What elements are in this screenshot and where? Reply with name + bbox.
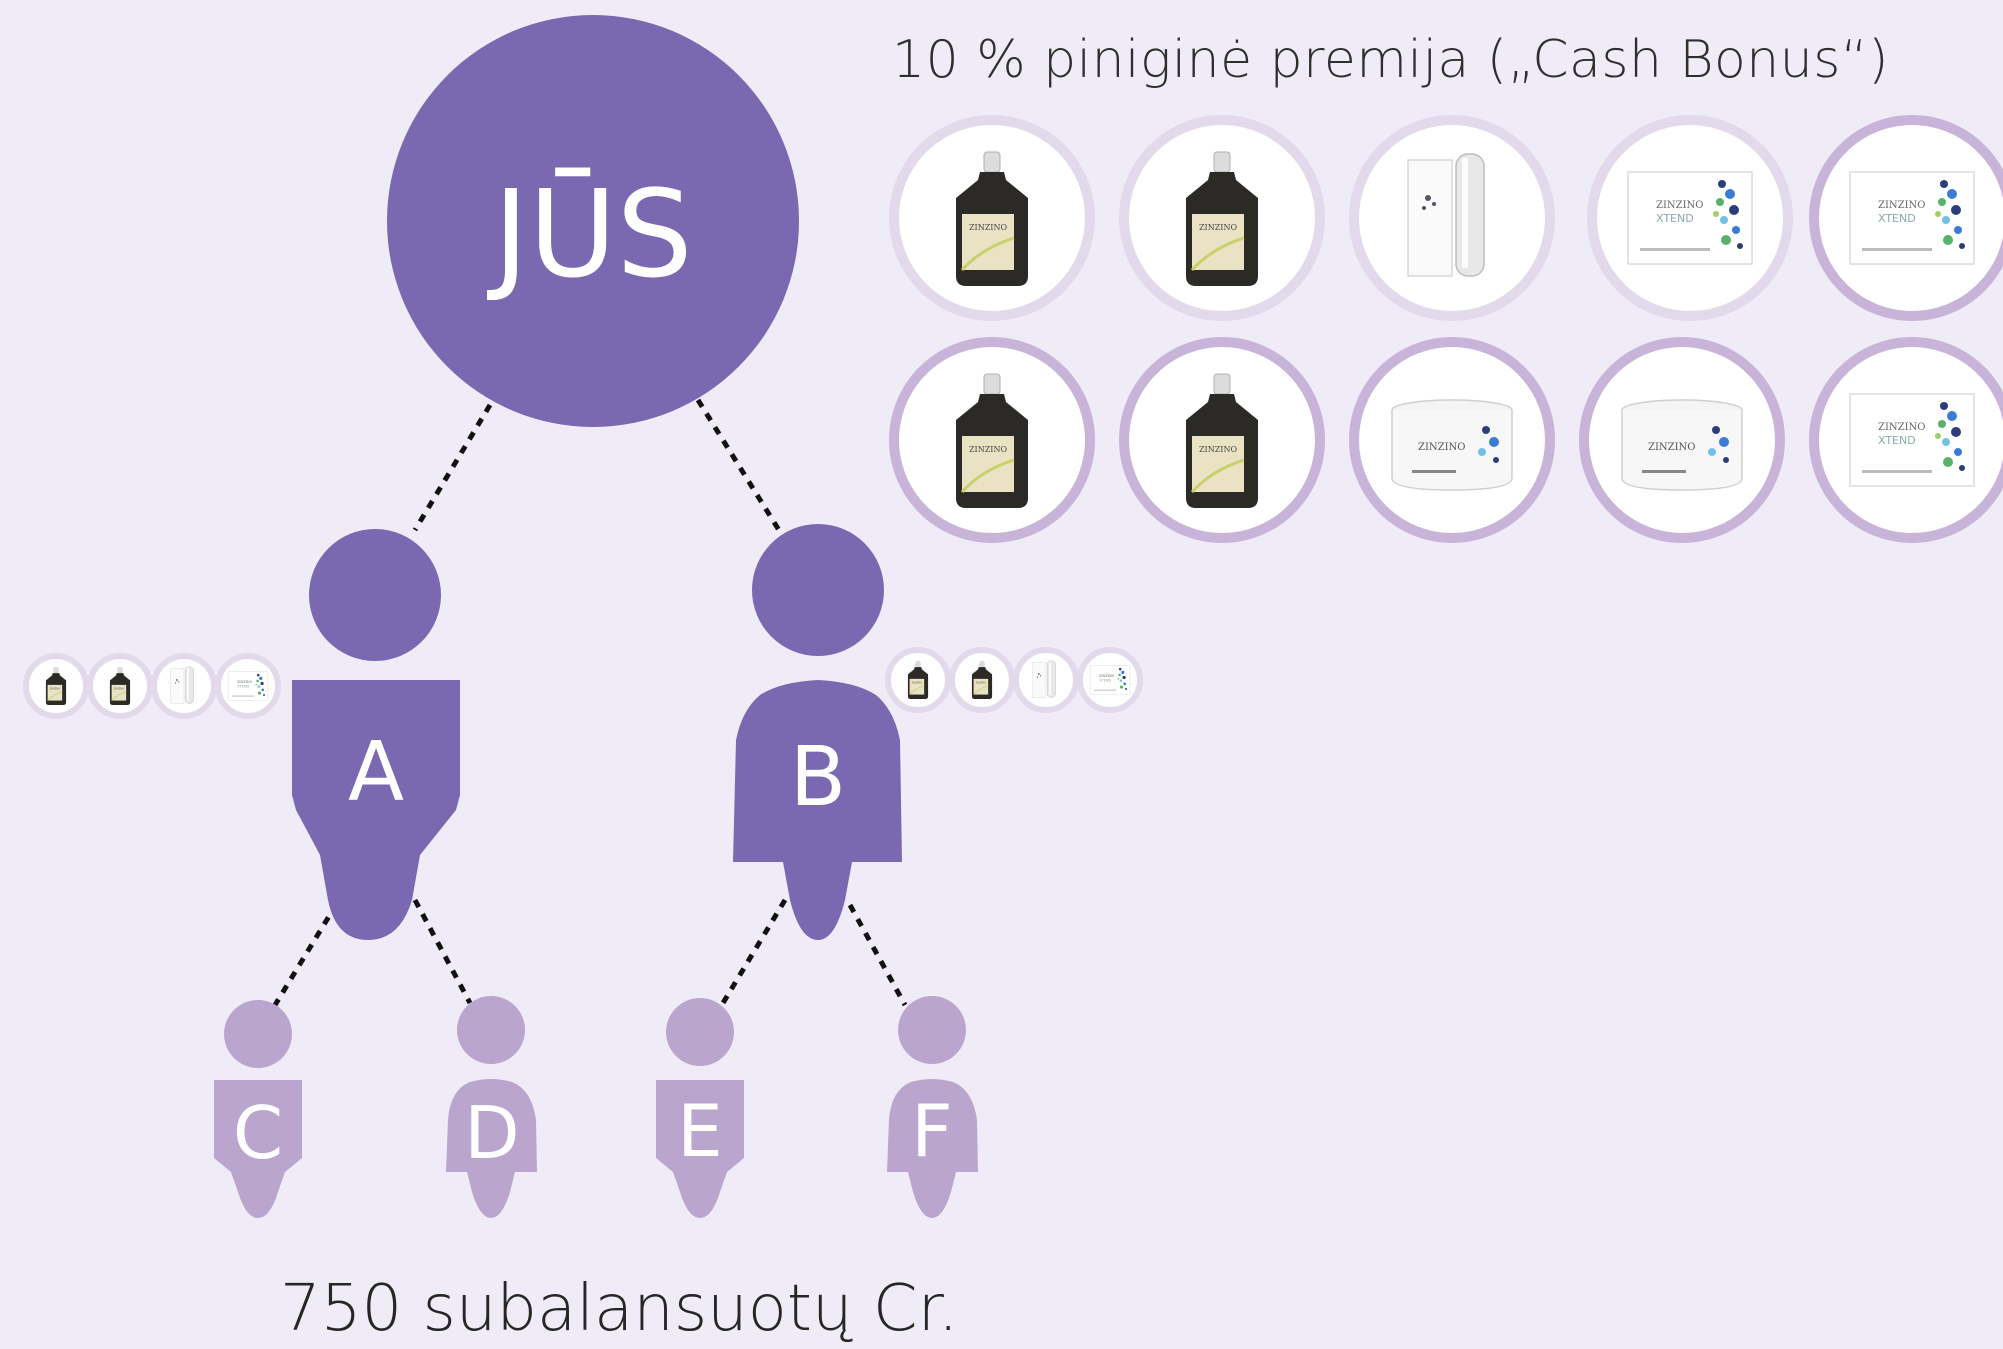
product-5	[1809, 115, 2003, 321]
product-3	[1349, 115, 1555, 321]
person-a-body	[292, 680, 460, 940]
powder-jar-icon	[1391, 399, 1513, 491]
product-8	[1349, 337, 1555, 543]
mini-product-7	[1013, 647, 1079, 713]
mini-product-6	[949, 647, 1015, 713]
product-6	[889, 337, 1095, 543]
total-credits-text: 750 subalansuotų Cr.	[280, 1272, 959, 1346]
xtend-box-icon	[1627, 171, 1753, 265]
cash-bonus-title: 10 % piniginė premija („Cash Bonus“)	[892, 30, 1890, 90]
xtend-box-icon	[1849, 393, 1975, 487]
xtend-box-icon	[1849, 171, 1975, 265]
you-node	[387, 15, 799, 427]
person-e: E	[656, 998, 744, 1218]
product-4	[1587, 115, 1793, 321]
product-10	[1809, 337, 2003, 543]
person-f-label: F	[911, 1089, 952, 1173]
product-grid	[889, 115, 2003, 543]
person-b-label: B	[790, 730, 846, 825]
person-c-label: C	[233, 1091, 283, 1175]
person-a-products	[23, 653, 281, 719]
person-f: F	[887, 996, 978, 1218]
person-a-label: A	[348, 725, 404, 820]
person-c: C	[214, 1000, 302, 1218]
person-a: A	[292, 529, 460, 940]
mini-product-2	[87, 653, 153, 719]
serum-tube-box-icon	[1407, 153, 1485, 277]
powder-jar-icon	[1621, 399, 1743, 491]
you-node-label: JŪS	[486, 166, 692, 305]
person-b-head	[752, 524, 884, 656]
product-7	[1119, 337, 1325, 543]
product-1	[889, 115, 1095, 321]
person-e-label: E	[677, 1089, 723, 1173]
person-b: B	[733, 524, 902, 940]
mini-product-5	[885, 647, 951, 713]
person-d: D	[446, 996, 537, 1218]
person-b-products	[885, 647, 1143, 713]
person-d-label: D	[464, 1091, 519, 1175]
person-a-head	[309, 529, 441, 661]
mini-product-8	[1077, 647, 1143, 713]
mini-product-3	[151, 653, 217, 719]
product-9	[1579, 337, 1785, 543]
person-b-body	[733, 680, 902, 940]
mini-product-4	[215, 653, 281, 719]
product-2	[1119, 115, 1325, 321]
mini-product-1	[23, 653, 89, 719]
